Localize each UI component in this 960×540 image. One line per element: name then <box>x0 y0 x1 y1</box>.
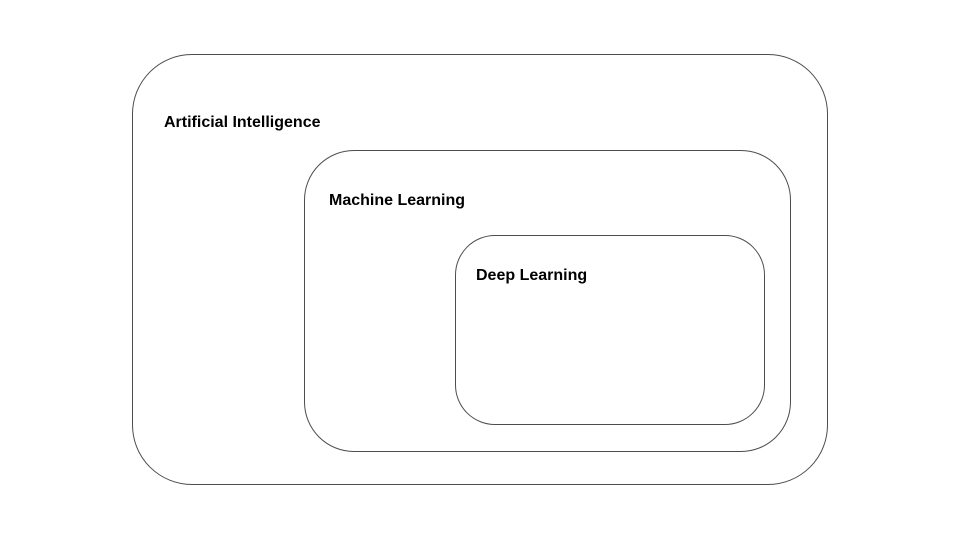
artificial-intelligence-box: Artificial Intelligence Machine Learning… <box>132 54 828 485</box>
deep-learning-label: Deep Learning <box>476 267 588 284</box>
artificial-intelligence-label: Artificial Intelligence <box>164 114 321 131</box>
machine-learning-label: Machine Learning <box>329 192 466 209</box>
machine-learning-box: Machine Learning Deep Learning <box>304 150 791 452</box>
deep-learning-box: Deep Learning <box>455 235 765 425</box>
